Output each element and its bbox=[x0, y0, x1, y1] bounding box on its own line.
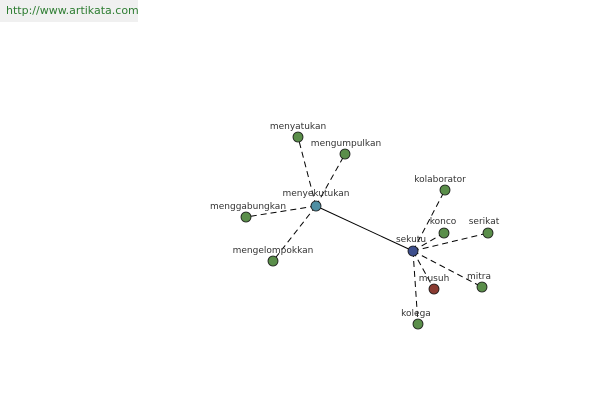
node-menyekutukan[interactable] bbox=[310, 200, 322, 212]
node-menggabungkan[interactable] bbox=[240, 211, 252, 223]
node-kolaborator[interactable] bbox=[439, 184, 451, 196]
edges-layer bbox=[245, 136, 489, 325]
node-konco[interactable] bbox=[438, 227, 450, 239]
node-mengelompokkan[interactable] bbox=[267, 255, 279, 267]
label-menyatukan[interactable]: menyatukan bbox=[270, 122, 326, 132]
source-url[interactable]: http://www.artikata.com bbox=[0, 0, 138, 22]
node-kolega[interactable] bbox=[412, 318, 424, 330]
node-mitra[interactable] bbox=[476, 281, 488, 293]
label-konco[interactable]: konco bbox=[430, 217, 457, 227]
label-kolega[interactable]: kolega bbox=[401, 309, 431, 319]
edge-sekutu-kolega bbox=[412, 250, 419, 325]
node-musuh[interactable] bbox=[428, 283, 440, 295]
node-serikat[interactable] bbox=[482, 227, 494, 239]
edge-menyekutukan-menyatukan bbox=[297, 136, 317, 207]
label-menggabungkan[interactable]: menggabungkan bbox=[210, 202, 286, 212]
edge-menyekutukan-mengelompokkan bbox=[272, 205, 317, 262]
edge-menyekutukan-sekutu bbox=[315, 205, 414, 252]
label-musuh[interactable]: musuh bbox=[419, 274, 450, 284]
nodes-layer bbox=[240, 131, 494, 330]
node-sekutu[interactable] bbox=[407, 245, 419, 257]
edge-sekutu-konco bbox=[412, 232, 445, 252]
edge-sekutu-mitra bbox=[412, 250, 483, 288]
label-mengelompokkan[interactable]: mengelompokkan bbox=[233, 246, 314, 256]
edge-sekutu-serikat bbox=[412, 232, 489, 252]
label-mitra[interactable]: mitra bbox=[467, 272, 491, 282]
label-kolaborator[interactable]: kolaborator bbox=[414, 175, 466, 185]
label-sekutu[interactable]: sekutu bbox=[396, 235, 426, 245]
labels-layer: menyekutukan sekutu menyatukan mengumpulkan… bbox=[210, 122, 500, 319]
node-menyatukan[interactable] bbox=[292, 131, 304, 143]
label-menyekutukan[interactable]: menyekutukan bbox=[282, 189, 349, 199]
edge-sekutu-kolaborator bbox=[412, 189, 446, 252]
edge-sekutu-musuh bbox=[412, 250, 435, 290]
label-mengumpulkan[interactable]: mengumpulkan bbox=[311, 139, 381, 149]
node-mengumpulkan[interactable] bbox=[339, 148, 351, 160]
edge-menyekutukan-menggabungkan bbox=[245, 205, 317, 218]
label-serikat[interactable]: serikat bbox=[469, 217, 500, 227]
